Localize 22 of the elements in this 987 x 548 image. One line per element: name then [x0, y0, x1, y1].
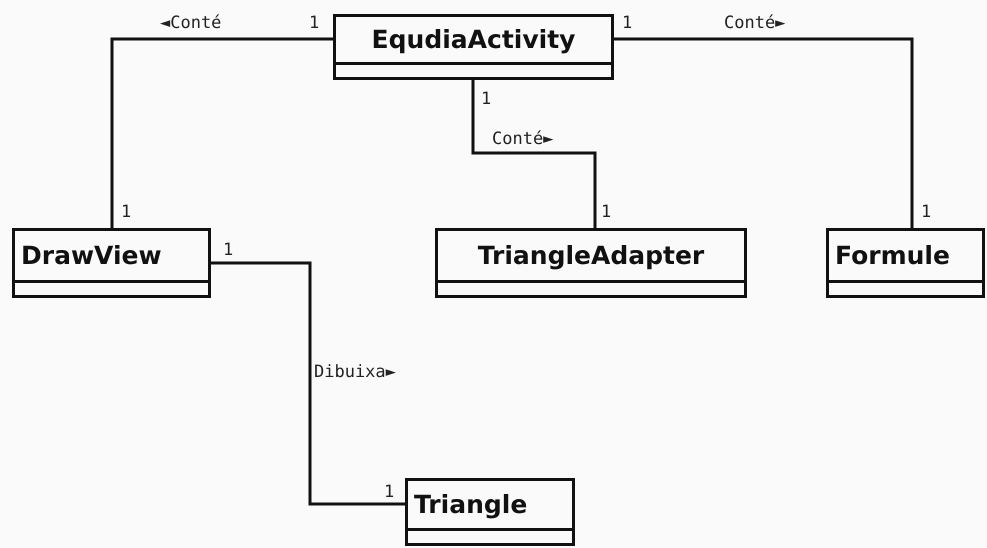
association-line [472, 80, 596, 228]
multiplicity-label: 1 [921, 204, 932, 221]
class-box [435, 228, 747, 298]
class-box [333, 14, 614, 80]
class-name: DrawView [21, 241, 162, 270]
multiplicity-label: 1 [121, 204, 132, 221]
class-name: Formule [835, 241, 950, 270]
class-box [405, 478, 575, 546]
association-line [110, 38, 333, 228]
class-name: EqudiaActivity [372, 25, 576, 54]
association-line [211, 262, 405, 506]
multiplicity-label: 1 [481, 91, 492, 108]
association-line [614, 38, 914, 228]
multiplicity-label: 1 [223, 242, 234, 259]
multiplicity-label: 1 [622, 15, 632, 32]
class-box [12, 228, 211, 298]
multiplicity-label: 1 [384, 484, 394, 501]
multiplicity-label: 1 [309, 15, 320, 32]
class-name: Triangle [414, 490, 528, 519]
class-name: TriangleAdapter [478, 241, 704, 270]
class-box [826, 228, 985, 298]
multiplicity-label: 1 [601, 204, 612, 221]
